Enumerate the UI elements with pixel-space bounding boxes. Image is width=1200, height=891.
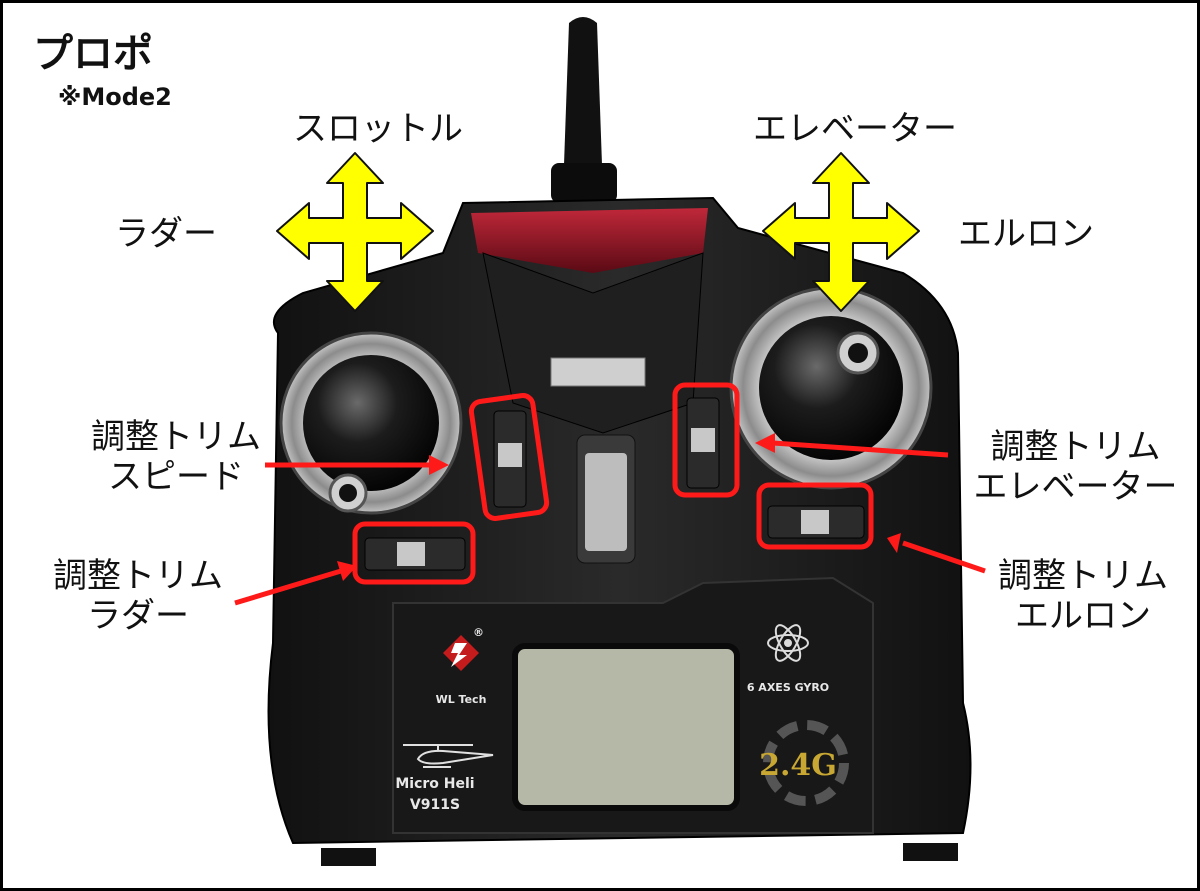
registered-mark: ®	[473, 626, 484, 639]
band-badge	[763, 720, 849, 806]
label-trim-aileron: 調整トリムエルロン	[998, 556, 1168, 636]
wl-tech-logo	[443, 635, 479, 671]
helicopter-icon	[403, 744, 494, 768]
label-elevator: エレベーター	[753, 109, 957, 149]
trim-highlights	[352, 382, 874, 585]
atom-icon	[767, 624, 809, 662]
model-line-2: V911S	[410, 797, 460, 813]
mode-subtitle: ※Mode2	[58, 83, 172, 111]
brand-text: WL Tech	[436, 693, 487, 706]
transmitter-illustration: WL Tech ® 6 AXES GYRO Micro Heli V911S 2…	[234, 17, 986, 866]
label-throttle: スロットル	[293, 109, 463, 149]
lcd-screen	[512, 643, 740, 811]
right-stick	[729, 286, 933, 490]
page-title: プロポ	[33, 31, 153, 77]
model-line-1: Micro Heli	[395, 776, 474, 792]
band-text: 2.4G	[759, 748, 837, 783]
trim-switches	[364, 397, 865, 571]
label-trim-rudder: 調整トリムラダー	[53, 556, 223, 636]
antenna	[551, 17, 617, 203]
label-aileron: エルロン	[958, 214, 1094, 254]
gyro-text: 6 AXES GYRO	[747, 681, 829, 694]
trim-pointer-arrows	[234, 433, 986, 606]
right-stick-arrows	[762, 152, 920, 312]
label-trim-speed: 調整トリムスピード	[91, 417, 261, 497]
left-stick-arrows	[276, 152, 434, 312]
left-stick	[279, 331, 463, 515]
faceplate	[392, 576, 874, 834]
label-trim-elevator: 調整トリムエレベーター	[973, 427, 1178, 507]
label-rudder: ラダー	[115, 214, 217, 254]
